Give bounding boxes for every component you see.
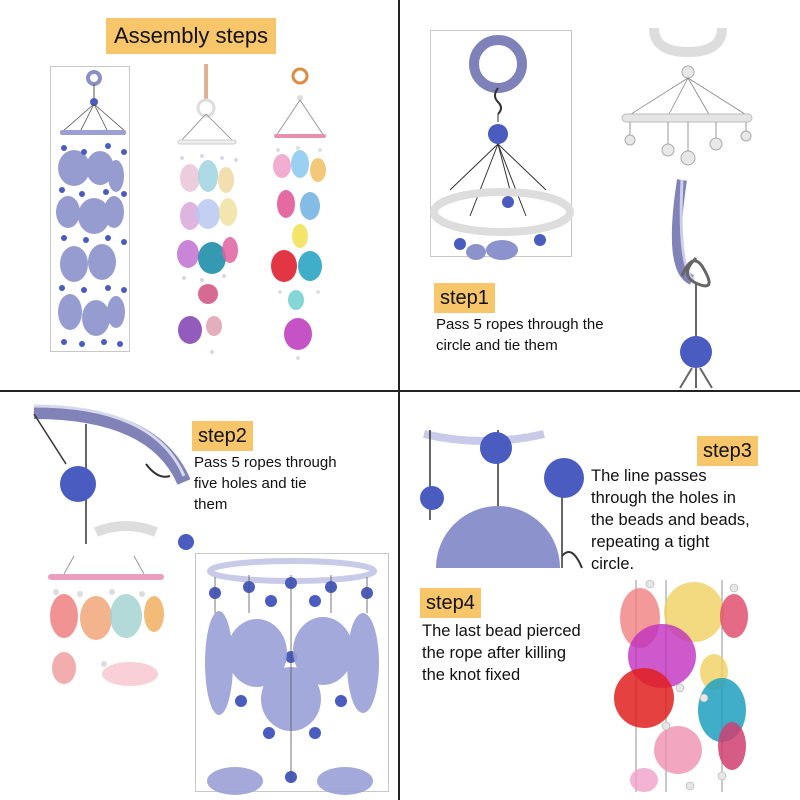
wind-chime-colorful-image <box>271 67 326 360</box>
step3-caption-line: the beads and beads, <box>591 511 750 529</box>
step2-caption-line: them <box>194 496 228 513</box>
wind-chime-lavender-image <box>56 70 127 347</box>
step1-caption-line: circle and tie them <box>436 337 558 354</box>
step1-caption-line: Pass 5 ropes through the <box>436 316 604 333</box>
step3-caption-line: repeating a tight <box>591 533 710 551</box>
step4-caption: The last bead pierced the rope after kil… <box>422 620 581 686</box>
step2-ring-closeup-image <box>33 404 194 550</box>
step3-caption-line: The line passes <box>591 467 707 485</box>
step1-knot-closeup-image <box>671 179 713 389</box>
step1-caption: Pass 5 ropes through the circle and tie … <box>436 314 604 356</box>
horizontal-divider <box>0 390 800 392</box>
step2-caption-line: five holes and tie <box>194 475 307 492</box>
step1-hanging-ring-image <box>430 35 574 260</box>
wind-chime-pastel-image <box>177 64 238 354</box>
step2-caption-line: Pass 5 ropes through <box>194 454 337 471</box>
step4-caption-line: the knot fixed <box>422 666 521 684</box>
step3-caption-line: circle. <box>591 555 635 573</box>
step3-label: step3 <box>697 436 758 466</box>
step3-beads-closeup-image <box>420 430 584 569</box>
step2-colorful-ring-image <box>48 555 164 686</box>
step3-caption-line: through the holes in <box>591 489 736 507</box>
step2-label: step2 <box>192 421 253 451</box>
step1-ring-beads-image <box>621 27 753 166</box>
step4-caption-line: the rope after killing <box>422 644 566 662</box>
step4-colorful-discs-image <box>614 579 748 792</box>
step2-caption: Pass 5 ropes through five holes and tie … <box>194 452 337 515</box>
step4-label: step4 <box>420 588 481 618</box>
step3-caption: The line passes through the holes in the… <box>591 465 750 575</box>
page-title: Assembly steps <box>106 18 277 54</box>
step1-label: step1 <box>434 283 495 313</box>
step4-caption-line: The last bead pierced <box>422 622 581 640</box>
step2-lavender-chime-image <box>205 558 379 795</box>
vertical-divider <box>398 0 400 800</box>
